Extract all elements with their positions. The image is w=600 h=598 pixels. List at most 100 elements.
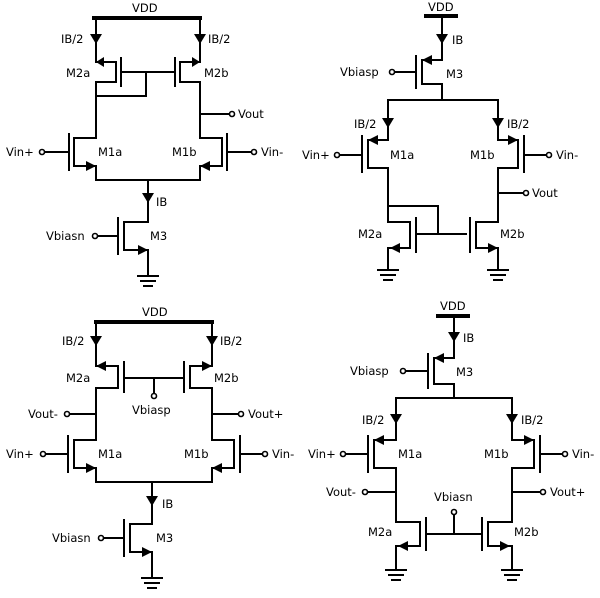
current-arrow-icon (506, 414, 518, 424)
transistor-m2a (395, 517, 483, 551)
vbiasp-terminal (150, 392, 158, 400)
vdd-label: VDD (440, 299, 466, 313)
vbiasp-label: Vbiasp (340, 65, 379, 79)
vin-plus-terminal (339, 450, 347, 458)
ib-half-left-label: IB/2 (362, 413, 384, 427)
vbiasp-terminal (399, 367, 407, 375)
transistor-m2b (469, 217, 499, 253)
m2b-label: M2b (204, 66, 229, 80)
ground-icon (141, 577, 163, 589)
m2a-label: M2a (66, 66, 90, 80)
transistor-m1b (497, 135, 547, 173)
circuit-1: VDD IB/2 IB/2 M2a M2b (6, 1, 283, 287)
transistor-m2a (387, 217, 467, 253)
transistor-m3 (394, 55, 443, 89)
m3-label: M3 (456, 365, 473, 379)
vout-minus-terminal (361, 488, 369, 496)
transistor-m1a (339, 135, 389, 173)
m1b-label: M1b (470, 148, 495, 162)
transistor-m2a (95, 57, 147, 87)
vin-minus-terminal (250, 148, 258, 156)
current-arrow-icon (146, 496, 158, 506)
vout-plus-label: Vout+ (248, 407, 283, 421)
transistor-m1a (44, 133, 97, 171)
vdd-label: VDD (428, 0, 454, 14)
transistor-m2b (145, 57, 201, 87)
ib-label: IB (156, 195, 167, 209)
circuit-2: VDD IB Vbiasp M3 IB/2 IB/2 (302, 0, 578, 281)
m1b-label: M1b (484, 447, 509, 461)
ground-icon (501, 569, 523, 581)
transistor-m2b (183, 361, 213, 393)
ib-half-right-label: IB/2 (208, 32, 230, 46)
vout-minus-label: Vout- (326, 485, 356, 499)
vin-plus-terminal (39, 450, 47, 458)
transistor-m1a (345, 435, 397, 473)
m3-label: M3 (156, 531, 173, 545)
ib-half-left-label: IB/2 (354, 117, 376, 131)
ib-half-right-label: IB/2 (220, 334, 242, 348)
vbiasp-label: Vbiasp (132, 403, 171, 417)
m1a-label: M1a (98, 145, 122, 159)
vout-minus-label: Vout- (28, 407, 58, 421)
vout-minus-terminal (63, 410, 71, 418)
vout-terminal (228, 110, 236, 118)
vin-minus-terminal (545, 151, 553, 159)
circuit-4: VDD IB Vbiasp M3 IB/2 IB/2 (308, 299, 594, 581)
current-arrow-icon (492, 118, 504, 128)
transistor-m1b (211, 435, 263, 473)
current-arrow-icon (436, 34, 448, 44)
vbiasn-label: Vbiasn (46, 229, 85, 243)
vdd-label: VDD (142, 305, 168, 319)
current-arrow-icon (382, 118, 394, 128)
ib-half-right-label: IB/2 (507, 117, 529, 131)
circuit-3: VDD IB/2 IB/2 M2a M2b Vbiasp (6, 305, 294, 589)
current-arrow-icon (142, 193, 154, 203)
ground-icon (487, 269, 509, 281)
vin-minus-label: Vin- (572, 447, 594, 461)
vin-minus-label: Vin- (556, 148, 578, 162)
vout-plus-terminal (237, 410, 245, 418)
m1b-label: M1b (172, 145, 197, 159)
m1b-label: M1b (184, 447, 209, 461)
transistor-m3 (97, 217, 149, 255)
ib-half-left-label: IB/2 (61, 32, 83, 46)
vin-plus-label: Vin+ (6, 145, 34, 159)
current-arrow-icon (390, 414, 402, 424)
transistor-m1b (511, 435, 563, 473)
current-arrow-icon (90, 34, 102, 44)
vin-plus-label: Vin+ (302, 148, 330, 162)
transistor-m1b (199, 133, 252, 171)
vin-minus-label: Vin- (261, 145, 283, 159)
m1a-label: M1a (390, 148, 414, 162)
vbiasn-terminal (97, 534, 105, 542)
vout-terminal (522, 189, 530, 197)
vin-plus-label: Vin+ (308, 447, 336, 461)
m1a-label: M1a (398, 447, 422, 461)
m2b-label: M2b (514, 525, 539, 539)
m1a-label: M1a (98, 447, 122, 461)
current-arrow-icon (194, 34, 206, 44)
m2a-label: M2a (66, 371, 90, 385)
m2b-label: M2b (214, 371, 239, 385)
m2b-label: M2b (500, 227, 525, 241)
vin-minus-label: Vin- (272, 447, 294, 461)
vout-plus-label: Vout+ (550, 485, 585, 499)
ib-half-right-label: IB/2 (521, 413, 543, 427)
transistor-m3 (103, 519, 153, 557)
m2a-label: M2a (368, 525, 392, 539)
vbiasp-terminal (388, 68, 396, 76)
ib-label: IB (162, 497, 173, 511)
vin-minus-terminal (261, 450, 269, 458)
vbiasn-label: Vbiasn (52, 531, 91, 545)
m2a-label: M2a (358, 227, 382, 241)
vbiasn-terminal (91, 232, 99, 240)
m3-label: M3 (446, 67, 463, 81)
vin-plus-label: Vin+ (6, 447, 34, 461)
ground-icon (137, 275, 159, 287)
ground-icon (385, 569, 407, 581)
m3-label: M3 (150, 229, 167, 243)
ib-half-left-label: IB/2 (62, 334, 84, 348)
